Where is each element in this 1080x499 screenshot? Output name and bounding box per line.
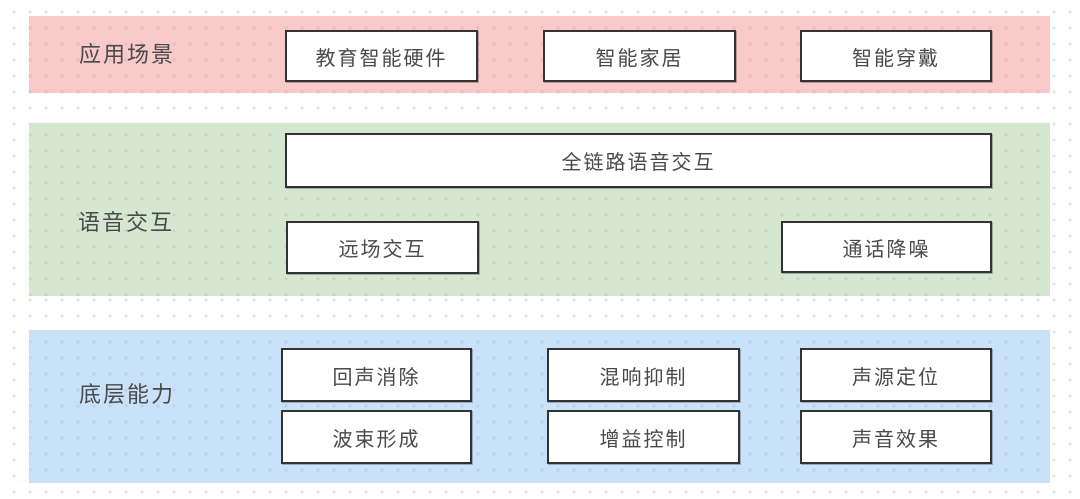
band-label-core-capabilities: 底层能力 (79, 382, 176, 407)
node-full-link-voice-interaction: 全链路语音交互 (285, 133, 992, 188)
node-smart-wearable: 智能穿戴 (800, 30, 992, 82)
node-beamforming: 波束形成 (281, 410, 472, 464)
node-sound-source-localization: 声源定位 (800, 348, 992, 402)
node-gain-control: 增益控制 (547, 410, 740, 464)
band-label-application-scenarios: 应用场景 (79, 42, 176, 67)
node-far-field-interaction: 远场交互 (286, 221, 479, 274)
node-reverberation-suppression: 混响抑制 (547, 348, 740, 402)
node-edu-smart-hardware: 教育智能硬件 (285, 30, 478, 82)
node-sound-effects: 声音效果 (800, 410, 992, 464)
node-smart-home: 智能家居 (543, 30, 736, 82)
node-call-noise-reduction: 通话降噪 (781, 221, 992, 273)
band-label-voice-interaction: 语音交互 (78, 210, 175, 235)
node-echo-cancellation: 回声消除 (281, 348, 472, 402)
